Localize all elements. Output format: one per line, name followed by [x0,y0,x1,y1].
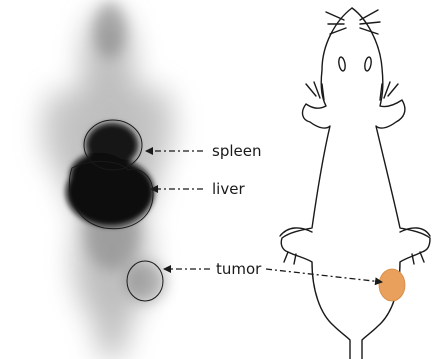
spleen-label: spleen [212,142,261,160]
liver-label: liver [212,180,245,198]
tumor-label: tumor [216,260,262,278]
tumor-highlight [379,269,405,301]
